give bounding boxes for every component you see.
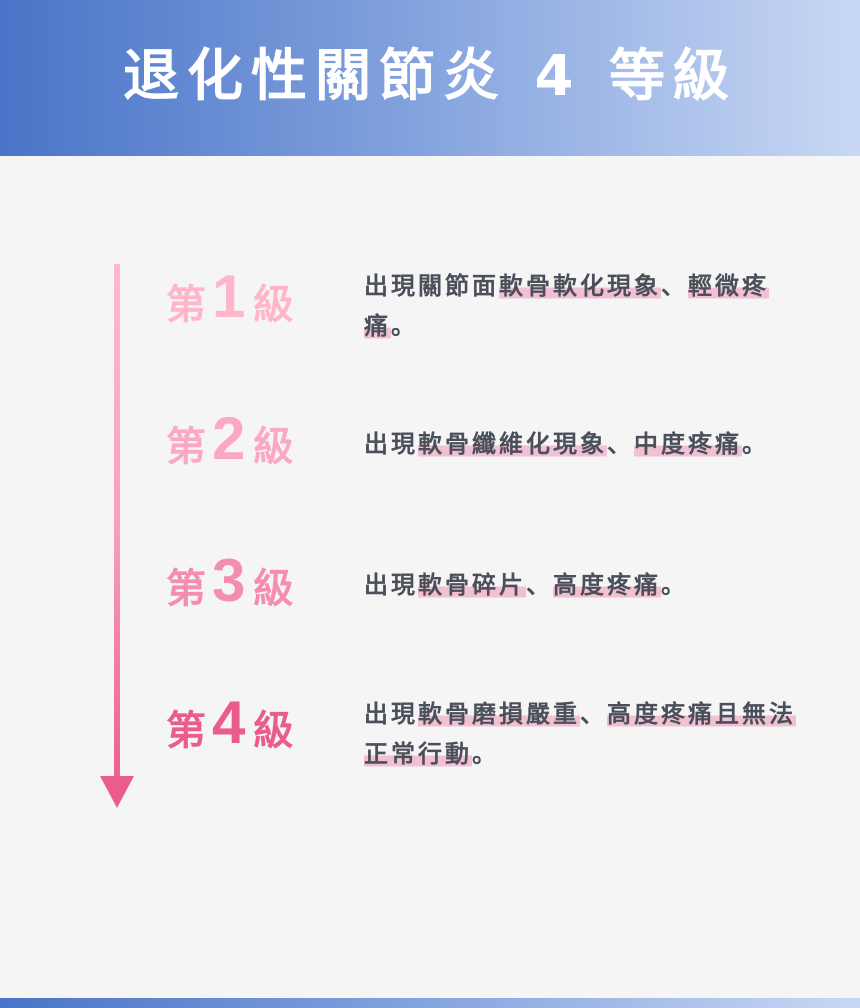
- level-3-description: 出現軟骨碎片、高度疼痛。: [364, 565, 804, 605]
- level-suffix: 級: [253, 424, 294, 470]
- timeline-line: [114, 264, 120, 788]
- page-title: 退化性關節炎 4 等級: [123, 44, 737, 109]
- arrow-down-icon: [100, 776, 134, 808]
- desc-text: 。: [661, 571, 688, 599]
- level-number: 3: [212, 547, 246, 614]
- desc-highlight: 高度疼痛: [553, 571, 661, 599]
- level-number: 2: [212, 405, 246, 472]
- footer-bar: [0, 998, 860, 1008]
- desc-text: 、: [580, 700, 607, 728]
- level-1-label: 第 1 級: [166, 258, 294, 330]
- level-prefix: 第: [166, 566, 206, 612]
- desc-text: 出現關節面: [364, 272, 499, 300]
- level-number: 1: [212, 263, 246, 330]
- desc-text: 出現: [364, 700, 418, 728]
- desc-text: 。: [742, 430, 769, 458]
- desc-text: 出現: [364, 430, 418, 458]
- desc-highlight: 軟骨磨損嚴重: [418, 700, 580, 728]
- level-2-description: 出現軟骨纖維化現象、中度疼痛。: [364, 424, 804, 464]
- level-prefix: 第: [166, 282, 206, 328]
- level-4-label: 第 4 級: [166, 684, 294, 756]
- desc-text: 、: [661, 272, 688, 300]
- level-prefix: 第: [166, 424, 206, 470]
- level-2-label: 第 2 級: [166, 400, 294, 472]
- level-1-description: 出現關節面軟骨軟化現象、輕微疼痛。: [364, 266, 804, 346]
- desc-highlight: 中度疼痛: [634, 430, 742, 458]
- level-4-description: 出現軟骨磨損嚴重、高度疼痛且無法正常行動。: [364, 694, 804, 774]
- desc-text: 、: [607, 430, 634, 458]
- level-number: 4: [212, 689, 246, 756]
- level-3-label: 第 3 級: [166, 542, 294, 614]
- desc-highlight: 軟骨纖維化現象: [418, 430, 607, 458]
- level-suffix: 級: [253, 282, 294, 328]
- desc-highlight: 軟骨軟化現象: [499, 272, 661, 300]
- header-banner: 退化性關節炎 4 等級: [0, 0, 860, 156]
- level-prefix: 第: [166, 708, 206, 754]
- desc-text: 。: [472, 740, 499, 768]
- desc-highlight: 軟骨碎片: [418, 571, 526, 599]
- level-suffix: 級: [253, 566, 294, 612]
- desc-text: 出現: [364, 571, 418, 599]
- level-suffix: 級: [253, 708, 294, 754]
- desc-text: 。: [391, 312, 418, 340]
- desc-text: 、: [526, 571, 553, 599]
